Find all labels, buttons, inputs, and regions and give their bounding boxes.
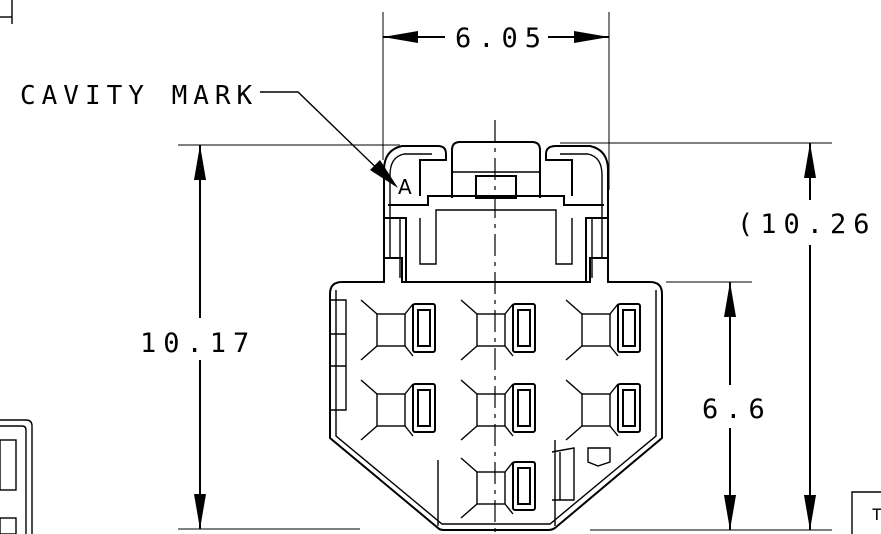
cavity [460, 299, 536, 361]
cavity-mark-label: CAVITY MARK [20, 81, 258, 111]
top-left-fragment [0, 0, 13, 24]
cavity [460, 379, 536, 441]
cavity [565, 379, 641, 441]
cavity [565, 299, 641, 361]
cavity-mark-callout: CAVITY MARK [20, 81, 398, 188]
top-width-value: 6.05 [455, 23, 548, 54]
title-block-fragment: T [851, 491, 881, 534]
cavity [360, 299, 436, 361]
cavity [360, 379, 436, 441]
cavity [460, 457, 536, 519]
dimension-left-height: 10.17 [140, 144, 400, 530]
title-block-text: T [872, 505, 881, 524]
right-height-value: 6.6 [702, 394, 772, 425]
connector-body [329, 120, 663, 534]
dimension-overall-height: (10.26) [560, 142, 881, 531]
dimension-top-width: 6.05 [382, 12, 610, 190]
left-neighbor-view [0, 419, 33, 534]
cavity-grid [360, 299, 641, 519]
dimension-right-height: 6.6 [666, 281, 772, 530]
overall-height-value: (10.26) [737, 209, 881, 240]
bottom-latch [551, 447, 611, 501]
cavity-letter: A [398, 175, 412, 199]
left-height-value: 10.17 [140, 328, 256, 359]
